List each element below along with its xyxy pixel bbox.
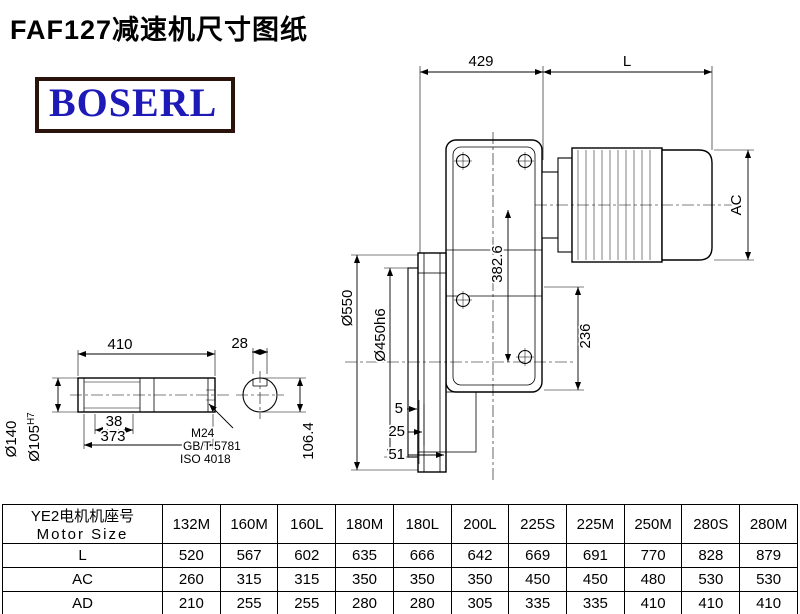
main-view-dimensions: 429 L AC Ø550 Ø450h6 382.6 236 5 25 51 bbox=[337, 51, 754, 471]
table-cell: 260 bbox=[162, 567, 221, 592]
mounting-flange bbox=[407, 252, 447, 473]
table-cell: 567 bbox=[219, 543, 279, 568]
table-cell: 530 bbox=[681, 567, 741, 592]
dim-diameter-105h7: Ø105H7 bbox=[26, 412, 43, 462]
row-label-L: L bbox=[2, 543, 163, 568]
table-cell: 255 bbox=[219, 591, 279, 614]
table-cell: 450 bbox=[566, 567, 625, 592]
logo-text: BOSERL bbox=[49, 80, 218, 125]
table-cell: 335 bbox=[508, 591, 568, 614]
table-cell: 410 bbox=[623, 591, 683, 614]
shaft-detail-dimensions: 410 28 38 373 Ø140 Ø105H7 106.4 M24 GB/T… bbox=[1, 333, 319, 468]
table-cell: 480 bbox=[623, 567, 683, 592]
table-cell: 879 bbox=[739, 543, 798, 568]
dim-382-6: 382.6 bbox=[489, 245, 506, 283]
dim-diameter-450h6: Ø450h6 bbox=[372, 308, 389, 361]
table-cell: 350 bbox=[335, 567, 394, 592]
table-cell: 642 bbox=[450, 543, 510, 568]
table-row-AD: AD 210 255 255 280 280 305 335 335 410 4… bbox=[2, 591, 798, 614]
table-cell: 315 bbox=[219, 567, 279, 592]
table-cell: 602 bbox=[277, 543, 337, 568]
table-col-header: 280M bbox=[739, 504, 798, 544]
dim-25: 25 bbox=[388, 423, 405, 440]
dim-106-4: 106.4 bbox=[300, 422, 317, 460]
thread-standard-iso: ISO 4018 bbox=[180, 452, 231, 466]
dim-28: 28 bbox=[231, 335, 248, 352]
dim-38: 38 bbox=[106, 413, 123, 430]
table-col-header: 180M bbox=[335, 504, 394, 544]
page-title: FAF127减速机尺寸图纸 bbox=[10, 15, 309, 45]
table-header-motor-size: YE2电机机座号 Motor Size bbox=[2, 504, 163, 544]
motor-size-label-en: Motor Size bbox=[36, 526, 129, 543]
table-cell: 210 bbox=[162, 591, 221, 614]
table-cell: 828 bbox=[681, 543, 741, 568]
dim-diameter-140: Ø140 bbox=[3, 421, 20, 458]
thread-standard-gbt: GB/T 5781 bbox=[183, 439, 241, 453]
dim-5: 5 bbox=[395, 400, 403, 417]
table-col-header: 225S bbox=[508, 504, 568, 544]
table-cell: 530 bbox=[739, 567, 798, 592]
table-cell: 410 bbox=[739, 591, 798, 614]
boserl-logo: BOSERL bbox=[35, 77, 236, 133]
table-cell: 280 bbox=[392, 591, 452, 614]
table-cell: 350 bbox=[450, 567, 510, 592]
row-label-AC: AC bbox=[2, 567, 163, 592]
motor-size-table: YE2电机机座号 Motor Size 132M 160M 160L 180M … bbox=[2, 504, 798, 614]
table-row-AC: AC 260 315 315 350 350 350 450 450 480 5… bbox=[2, 567, 798, 592]
dim-373: 373 bbox=[100, 428, 125, 445]
gear-housing bbox=[445, 139, 543, 453]
table-cell: 255 bbox=[277, 591, 337, 614]
dim-AC: AC bbox=[728, 194, 745, 215]
table-col-header: 280S bbox=[681, 504, 741, 544]
table-col-header: 132M bbox=[162, 504, 221, 544]
table-cell: 666 bbox=[392, 543, 452, 568]
table-col-header: 160L bbox=[277, 504, 337, 544]
table-cell: 410 bbox=[681, 591, 741, 614]
dim-diameter-550: Ø550 bbox=[339, 290, 356, 327]
table-cell: 305 bbox=[450, 591, 510, 614]
table-cell: 350 bbox=[392, 567, 452, 592]
table-cell: 635 bbox=[335, 543, 394, 568]
table-cell: 520 bbox=[162, 543, 221, 568]
dim-410: 410 bbox=[107, 336, 132, 353]
dim-51: 51 bbox=[388, 446, 405, 463]
table-col-header: 250M bbox=[623, 504, 683, 544]
table-cell: 315 bbox=[277, 567, 337, 592]
table-cell: 280 bbox=[335, 591, 394, 614]
table-cell: 450 bbox=[508, 567, 568, 592]
thread-callout-m24: M24 bbox=[191, 426, 215, 440]
table-cell: 669 bbox=[508, 543, 568, 568]
dim-429: 429 bbox=[468, 53, 493, 70]
row-label-AD: AD bbox=[2, 591, 163, 614]
table-row-L: L 520 567 602 635 666 642 669 691 770 82… bbox=[2, 543, 798, 568]
dim-L: L bbox=[623, 53, 631, 70]
table-col-header: 180L bbox=[392, 504, 452, 544]
centerlines bbox=[70, 132, 735, 482]
table-col-header: 225M bbox=[566, 504, 625, 544]
motor-size-label-cn: YE2电机机座号 bbox=[30, 508, 135, 525]
table-cell: 770 bbox=[623, 543, 683, 568]
table-col-header: 200L bbox=[450, 504, 510, 544]
table-cell: 335 bbox=[566, 591, 625, 614]
table-cell: 691 bbox=[566, 543, 625, 568]
dim-236: 236 bbox=[577, 323, 594, 348]
table-col-header: 160M bbox=[219, 504, 279, 544]
table-header-row: YE2电机机座号 Motor Size 132M 160M 160L 180M … bbox=[2, 504, 798, 544]
